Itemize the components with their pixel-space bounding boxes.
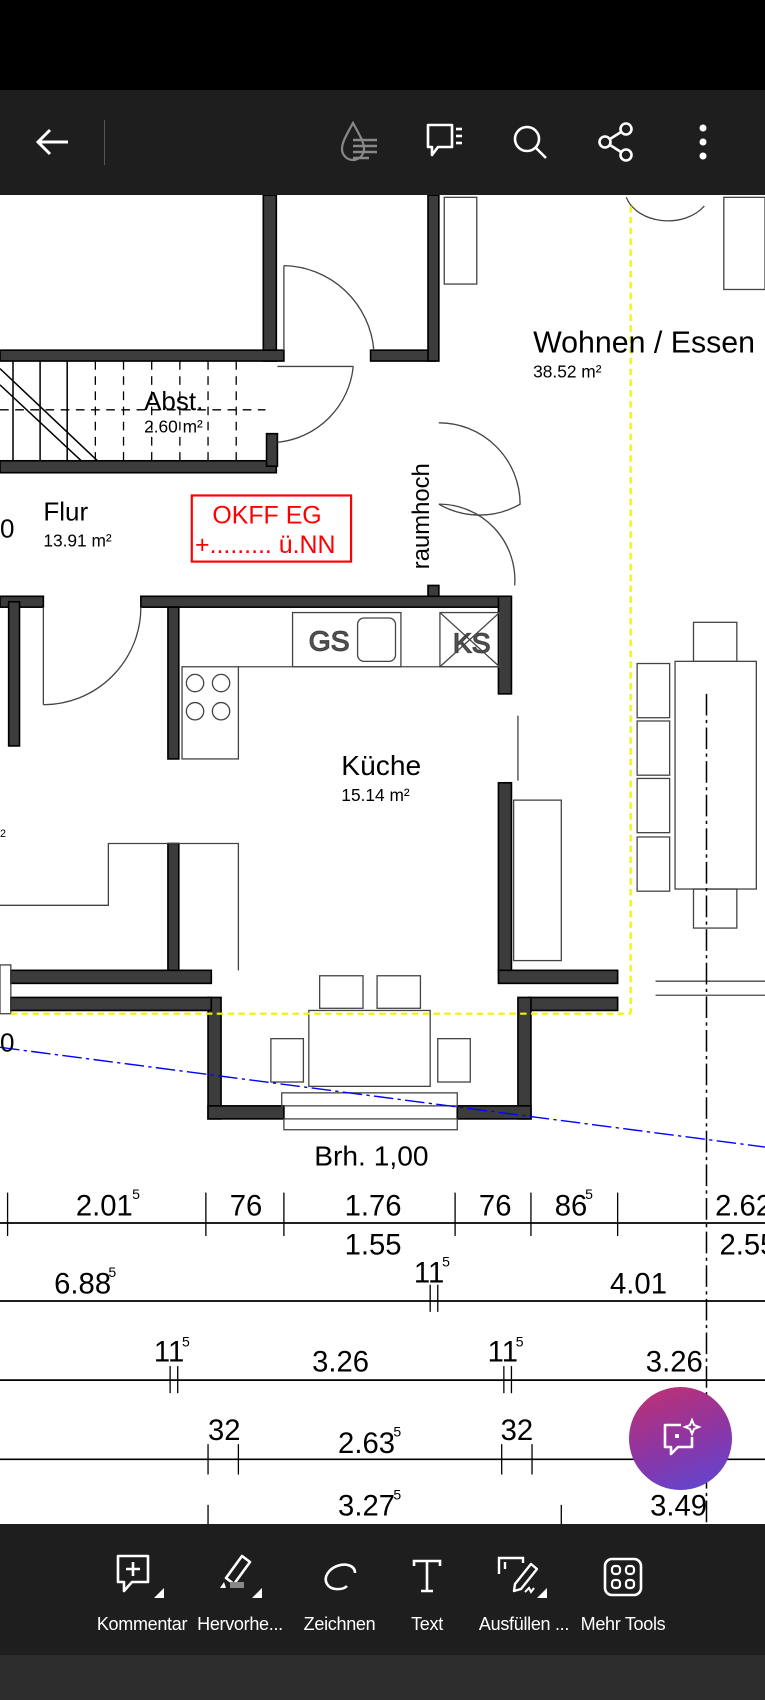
ai-assistant-button[interactable] xyxy=(629,1387,732,1490)
search-button[interactable] xyxy=(500,112,560,172)
dim-sup: 5 xyxy=(393,1424,401,1440)
cut-label: 2 xyxy=(0,828,6,840)
dim-text: 2.01 xyxy=(76,1190,133,1222)
dim-sup: 5 xyxy=(132,1186,140,1202)
dim-sup: 5 xyxy=(516,1334,524,1350)
doors-and-furniture: GS KS xyxy=(0,196,765,1131)
comments-button[interactable] xyxy=(415,112,475,172)
dim-text: 11 xyxy=(154,1337,184,1369)
dim-text: 86 xyxy=(555,1190,588,1222)
tool-ausfuellen[interactable]: Ausfüllen ... xyxy=(468,1524,580,1655)
yellow-boundary-line xyxy=(10,205,632,1015)
dim-text: 3.49 xyxy=(650,1491,707,1523)
dim-sup: 5 xyxy=(393,1486,401,1502)
room-kueche-name: Küche xyxy=(341,749,421,781)
dim-text: 4.01 xyxy=(610,1268,667,1300)
room-kueche-area: 15.14 m² xyxy=(341,785,410,805)
dim-text: 1.76 xyxy=(345,1190,402,1222)
okff-box: OKFF EG +......... ü.NN xyxy=(190,494,353,563)
dim-text: 2.55 xyxy=(719,1229,765,1261)
toolbar-divider xyxy=(104,120,105,165)
draw-icon xyxy=(323,1563,356,1591)
status-bar xyxy=(0,0,765,90)
dim-text: 6.88 xyxy=(54,1268,111,1300)
text-icon xyxy=(412,1559,442,1593)
walls xyxy=(0,194,619,1120)
tool-hervorheben[interactable]: Hervorhe... xyxy=(190,1524,290,1655)
room-wohnen-area: 38.52 m² xyxy=(533,361,602,381)
bottom-toolbar: Kommentar Hervorhe... Zeichnen Text Ausf… xyxy=(0,1524,765,1655)
dim-text: 1.55 xyxy=(345,1229,402,1261)
room-flur-name: Flur xyxy=(43,496,88,526)
more-tools-icon xyxy=(603,1557,643,1597)
dim-text: 11 xyxy=(488,1337,518,1369)
tool-label: Ausfüllen ... xyxy=(478,1614,570,1634)
more-options-button[interactable] xyxy=(673,112,733,172)
tool-label: Text xyxy=(411,1614,443,1634)
stairs xyxy=(0,361,266,462)
dim-text: 11 xyxy=(414,1258,444,1290)
dim-text: 3.26 xyxy=(312,1346,369,1378)
sill-height-label: Brh. 1,00 xyxy=(314,1139,428,1171)
room-abst-name: Abst. xyxy=(144,386,203,416)
dim-sup: 5 xyxy=(442,1253,450,1269)
room-wohnen-name: Wohnen / Essen xyxy=(533,326,755,359)
system-nav-bar xyxy=(0,1655,765,1700)
dim-text: 32 xyxy=(501,1415,534,1447)
share-icon xyxy=(598,122,633,162)
tool-label: Mehr Tools xyxy=(580,1614,666,1634)
dim-text: 32 xyxy=(208,1415,241,1447)
search-icon xyxy=(513,125,547,159)
top-toolbar xyxy=(0,90,765,195)
tool-label: Zeichnen xyxy=(303,1614,376,1634)
tool-text[interactable]: Text xyxy=(397,1524,457,1655)
fill-sign-icon xyxy=(497,1556,547,1598)
ai-assistant-icon xyxy=(663,1416,702,1455)
sink-label: GS xyxy=(309,625,350,657)
cut-label: 0 xyxy=(0,1028,14,1058)
comment-add-icon xyxy=(116,1554,164,1598)
room-abst-area: 2.60 m² xyxy=(144,417,203,437)
tool-label: Hervorhe... xyxy=(197,1614,283,1634)
liquid-mode-icon xyxy=(340,120,377,162)
dim-text: 3.27 xyxy=(338,1491,395,1523)
tool-label: Kommentar xyxy=(96,1614,188,1634)
back-arrow-icon xyxy=(35,128,68,156)
okff-line1: OKFF EG xyxy=(212,502,321,530)
dim-text: 76 xyxy=(230,1190,263,1222)
dim-text: 2.63 xyxy=(338,1428,395,1460)
blue-axis-line xyxy=(0,1046,765,1148)
dimension-lines xyxy=(0,1192,765,1525)
dim-text: 76 xyxy=(479,1190,512,1222)
room-flur-area: 13.91 m² xyxy=(43,530,112,550)
cut-label: 0 xyxy=(0,514,14,544)
dim-sup: 5 xyxy=(585,1186,593,1202)
raumhoch-label: raumhoch xyxy=(408,463,435,569)
tool-kommentar[interactable]: Kommentar xyxy=(92,1524,192,1655)
highlighter-icon xyxy=(220,1554,262,1598)
tool-mehr-tools[interactable]: Mehr Tools xyxy=(573,1524,673,1655)
tool-zeichnen[interactable]: Zeichnen xyxy=(292,1524,387,1655)
okff-line2: +......... ü.NN xyxy=(195,531,335,559)
comments-list-icon xyxy=(426,123,462,157)
liquid-mode-button[interactable] xyxy=(330,112,390,172)
room-labels: Wohnen / Essen 38.52 m² Abst. 2.60 m² Fl… xyxy=(0,326,755,1171)
dimension-text: 2.015 76 1.76 76 865 2.62 1.55 2.55 6.88… xyxy=(54,1186,765,1523)
dim-text: 2.62 xyxy=(715,1190,765,1222)
dim-sup: 5 xyxy=(182,1334,190,1350)
dim-sup: 5 xyxy=(108,1264,116,1280)
back-button[interactable] xyxy=(22,112,82,172)
share-button[interactable] xyxy=(586,112,646,172)
more-options-icon xyxy=(699,124,707,160)
dim-text: 3.26 xyxy=(646,1346,703,1378)
